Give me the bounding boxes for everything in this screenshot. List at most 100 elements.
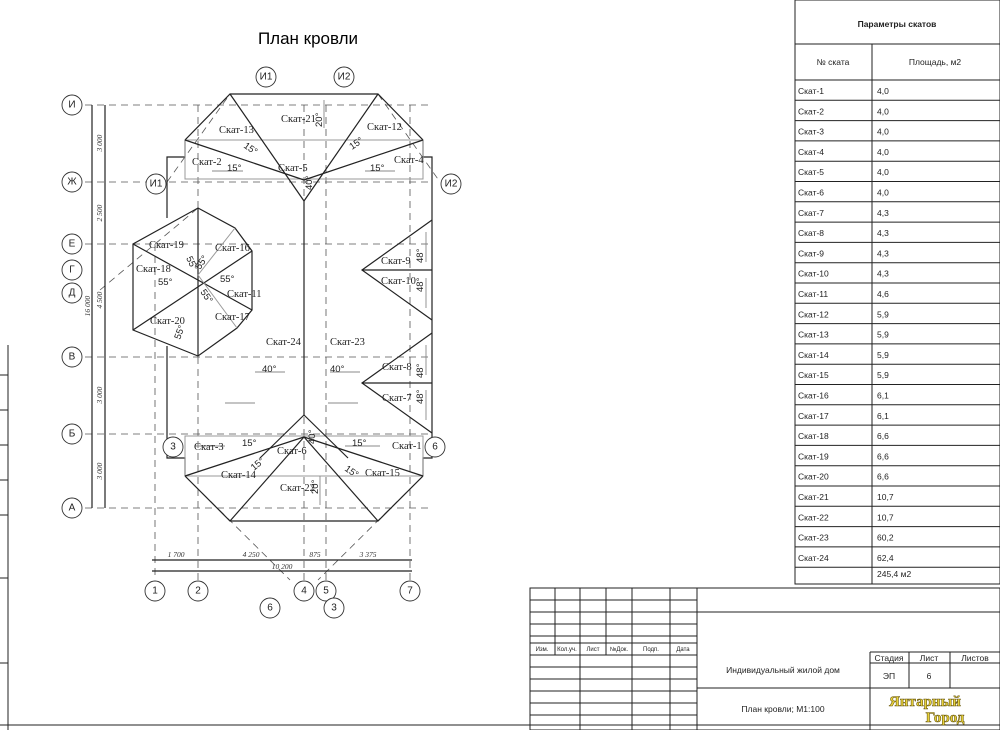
axis-label: Ж [67, 177, 77, 188]
slope-labels: Скат-1 Скат-2 Скат-3 Скат-4 Скат-5 Скат-… [136, 114, 424, 494]
dim-label: 4 500 [95, 291, 104, 308]
slope-area: 5,9 [877, 330, 889, 340]
slope-name: Скат-18 [798, 431, 829, 441]
slope-label: Скат-10 [381, 276, 416, 287]
slope-arrows [195, 100, 427, 505]
slope-label: Скат-21 [281, 114, 316, 125]
angle-label: 48° [415, 277, 426, 292]
angle-label: 55° [158, 277, 173, 288]
slope-area: 6,6 [877, 451, 889, 461]
slope-area: 6,1 [877, 411, 889, 421]
slope-area: 4,0 [877, 86, 889, 96]
axis-label: Д [69, 288, 76, 299]
slope-name: Скат-13 [798, 330, 829, 340]
slope-label: Скат-4 [394, 155, 424, 166]
slope-label: Скат-12 [367, 122, 402, 133]
axis-label: 6 [267, 603, 273, 614]
sheets-label: Листов [961, 653, 989, 663]
slope-label: Скат-3 [194, 442, 224, 453]
slope-name: Скат-14 [798, 350, 829, 360]
dim-label: 10 200 [272, 562, 293, 571]
slope-area: 4,0 [877, 167, 889, 177]
axis-label: И2 [338, 72, 351, 83]
angle-label: 40° [307, 429, 318, 444]
slope-area: 5,9 [877, 370, 889, 380]
tb-col-label: Дата [676, 647, 690, 653]
slope-label: Скат-18 [136, 264, 171, 275]
slope-label: Скат-23 [330, 337, 365, 348]
slope-label: Скат-15 [365, 468, 400, 479]
dim-label: 1 700 [168, 550, 185, 559]
slope-name: Скат-9 [798, 248, 824, 258]
svg-text:Янтарный: Янтарный [889, 694, 961, 710]
dim-label: 3 375 [359, 550, 377, 559]
axis-label: И [68, 100, 75, 111]
slope-area: 4,0 [877, 188, 889, 198]
slope-name: Скат-6 [798, 188, 824, 198]
slope-area: 4,3 [877, 208, 889, 218]
column-header: № ската [817, 57, 850, 67]
angle-label: 48° [415, 389, 426, 404]
dim-label: 2 500 [95, 204, 104, 221]
slope-label: Скат-19 [149, 240, 184, 251]
angle-label: 55° [172, 324, 187, 341]
slope-name: Скат-11 [798, 289, 828, 299]
angle-label: 40° [304, 175, 315, 190]
column-header: Площадь, м2 [909, 57, 962, 67]
angle-label: 48° [415, 363, 426, 378]
axis-label: А [69, 503, 76, 514]
slope-label: Скат-6 [277, 446, 307, 457]
sheet-value: 6 [927, 671, 932, 681]
frame [0, 345, 1000, 730]
axis-label: И1 [150, 179, 163, 190]
angle-label: 15° [241, 140, 259, 157]
slope-label: Скат-7 [382, 393, 412, 404]
slope-name: Скат-22 [798, 512, 829, 522]
slope-area: 10,7 [877, 492, 894, 502]
slope-name: Скат-23 [798, 533, 829, 543]
stage-value: ЭП [883, 671, 895, 681]
slope-area: 4,3 [877, 228, 889, 238]
tb-col-label: Кол.уч. [557, 647, 577, 653]
angle-label: 55° [198, 287, 215, 305]
slope-name: Скат-20 [798, 472, 829, 482]
slope-label: Скат-1 [392, 441, 422, 452]
angle-label: 40° [330, 364, 345, 375]
slope-label: Скат-24 [266, 337, 302, 348]
slope-label: Скат-13 [219, 125, 254, 136]
slope-name: Скат-15 [798, 370, 829, 380]
slope-name: Скат-16 [798, 391, 829, 401]
axis-label: 5 [323, 586, 329, 597]
angle-label: 20° [310, 479, 321, 494]
axis-label: 2 [195, 586, 201, 597]
angle-label: 15° [342, 463, 360, 480]
slope-name: Скат-3 [798, 127, 824, 137]
slope-name: Скат-17 [798, 411, 829, 421]
title-block: Изм. Кол.уч. Лист №Док. Подп. Дата Индив… [529, 587, 1000, 730]
tb-col-label: №Док. [610, 646, 629, 653]
slope-name: Скат-4 [798, 147, 824, 157]
axis-label: 7 [407, 586, 413, 597]
slope-name: Скат-8 [798, 228, 824, 238]
table-total: 245,4 м2 [877, 569, 911, 579]
axis-markers: И Ж Е Г Д В Б А 1 2 4 5 7 И1 И2 И1 И2 3 … [61, 66, 462, 619]
slope-area: 62,4 [877, 553, 894, 563]
axis-label: 4 [301, 586, 307, 597]
slope-name: Скат-5 [798, 167, 824, 177]
dim-label: 3 000 [95, 386, 104, 404]
company-logo: Янтарный Город [889, 694, 965, 727]
slope-area: 60,2 [877, 533, 894, 543]
angle-label: 55° [220, 274, 235, 285]
axis-label: Б [69, 429, 76, 440]
slope-label: Скат-11 [227, 289, 262, 300]
angle-label: 15° [352, 438, 367, 449]
slope-area: 10,7 [877, 512, 894, 522]
slope-label: Скат-22 [280, 483, 315, 494]
slope-name: Скат-1 [798, 86, 824, 96]
tb-col-label: Лист [586, 647, 599, 653]
sheet-title: План кровли; М1:100 [741, 704, 824, 714]
slope-label: Скат-8 [382, 362, 412, 373]
slope-name: Скат-10 [798, 269, 829, 279]
slope-label: Скат-14 [221, 470, 257, 481]
